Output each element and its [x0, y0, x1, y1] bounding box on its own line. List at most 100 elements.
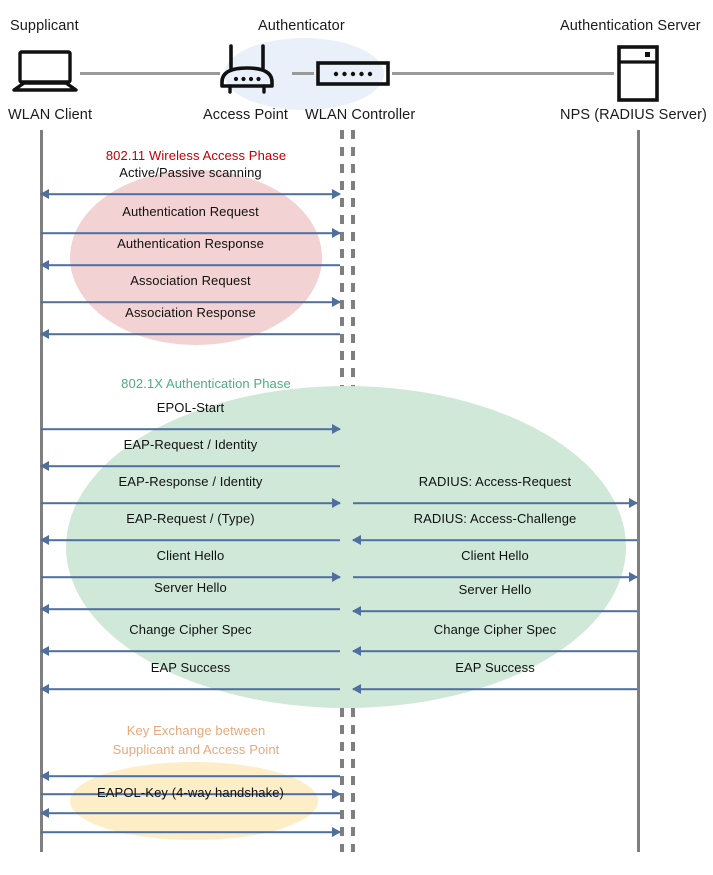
lifeline-auth-server: [637, 130, 640, 852]
message-arrow[interactable]: [40, 460, 340, 472]
arrow-shaft: [353, 650, 637, 652]
message-arrow[interactable]: [40, 807, 340, 819]
laptop-icon: [12, 50, 78, 99]
arrow-shaft: [41, 576, 340, 578]
phase-title-dot1x-auth: 802.1X Authentication Phase: [121, 376, 291, 391]
arrow-shaft: [41, 193, 340, 195]
role-title-auth-server: Authentication Server: [560, 18, 701, 34]
message-label: Authentication Response: [117, 236, 264, 251]
message-arrow[interactable]: [41, 571, 341, 583]
arrow-head-left: [40, 535, 49, 545]
message-arrow[interactable]: [40, 603, 340, 615]
arrow-head-left: [40, 329, 49, 339]
arrow-shaft: [353, 502, 637, 504]
arrow-head-left: [40, 260, 49, 270]
arrow-head-left: [40, 771, 49, 781]
message-arrow[interactable]: [353, 571, 638, 583]
arrow-shaft: [41, 831, 340, 833]
arrow-head-left: [352, 535, 361, 545]
message-label: Server Hello: [458, 582, 532, 597]
phase-ellipse-wireless-access: [70, 170, 322, 345]
arrow-head-left: [40, 604, 49, 614]
message-arrow[interactable]: [352, 534, 637, 546]
message-label: Change Cipher Spec: [433, 622, 557, 637]
arrow-shaft: [353, 610, 637, 612]
message-label: Change Cipher Spec: [129, 622, 252, 637]
message-arrow[interactable]: [41, 227, 341, 239]
role-title-authenticator: Authenticator: [258, 18, 345, 34]
node-caption-wlan-client: WLAN Client: [8, 107, 93, 123]
role-title-supplicant: Supplicant: [10, 18, 79, 34]
message-arrow[interactable]: [41, 296, 341, 308]
message-label: Server Hello: [154, 580, 227, 595]
arrow-shaft: [41, 793, 340, 795]
phase-title-wireless-access: 802.11 Wireless Access Phase: [105, 148, 287, 163]
arrow-head-left: [40, 189, 49, 199]
arrow-head-right: [332, 297, 341, 307]
lifeline-supplicant: [40, 130, 43, 852]
arrow-head-right: [332, 228, 341, 238]
arrow-shaft: [41, 301, 340, 303]
arrow-shaft: [41, 465, 340, 467]
message-arrow[interactable]: [40, 645, 340, 657]
message-arrow[interactable]: [40, 770, 340, 782]
message-label: EAP-Response / Identity: [118, 474, 263, 489]
message-label: EAP Success: [455, 660, 535, 675]
arrow-head-right: [332, 789, 341, 799]
message-label: Association Response: [125, 305, 256, 320]
arrow-shaft: [353, 539, 637, 541]
message-arrow[interactable]: [41, 788, 341, 800]
message-label: EPOL-Start: [156, 400, 225, 415]
message-arrow[interactable]: [41, 497, 341, 509]
arrow-shaft: [41, 428, 340, 430]
phase-title-key-exchange: Key Exchange between Supplicant and Acce…: [112, 723, 280, 757]
arrow-head-right: [332, 827, 341, 837]
arrow-shaft: [41, 688, 340, 690]
message-arrow[interactable]: [40, 534, 340, 546]
node-caption-nps: NPS (RADIUS Server): [560, 107, 707, 123]
link-controller-to-server: [392, 72, 614, 75]
message-arrow[interactable]: [352, 683, 637, 695]
arrow-head-right: [332, 424, 341, 434]
message-arrow[interactable]: [41, 423, 341, 435]
arrow-head-right: [629, 498, 638, 508]
arrow-head-right: [629, 572, 638, 582]
message-arrow[interactable]: [41, 826, 341, 838]
message-arrow[interactable]: [40, 328, 340, 340]
message-arrow[interactable]: [352, 645, 637, 657]
wlan-controller-icon: [316, 61, 390, 92]
arrow-shaft: [41, 650, 340, 652]
arrow-shaft: [41, 502, 340, 504]
arrow-head-left: [40, 684, 49, 694]
radius-server-icon: [616, 45, 660, 107]
message-arrow[interactable]: [40, 188, 341, 200]
message-arrow[interactable]: [353, 497, 638, 509]
arrow-shaft: [41, 539, 340, 541]
arrow-shaft: [41, 812, 340, 814]
message-label: Authentication Request: [122, 204, 259, 219]
node-caption-wlan-controller: WLAN Controller: [305, 107, 416, 123]
access-point-icon: [218, 44, 276, 101]
message-label: Client Hello: [461, 548, 529, 563]
message-label: RADIUS: Access-Challenge: [413, 511, 577, 526]
arrow-head-left: [352, 646, 361, 656]
arrow-shaft: [41, 232, 340, 234]
arrow-shaft: [41, 333, 340, 335]
message-label: Active/Passive scanning: [119, 165, 262, 180]
message-label: Association Request: [130, 273, 251, 288]
arrow-shaft: [353, 576, 637, 578]
arrow-head-right: [332, 572, 341, 582]
node-caption-access-point: Access Point: [203, 107, 289, 123]
message-arrow[interactable]: [40, 683, 340, 695]
arrow-shaft: [41, 608, 340, 610]
message-arrow[interactable]: [352, 605, 637, 617]
message-arrow[interactable]: [40, 259, 340, 271]
message-label: EAP Success: [150, 660, 231, 675]
arrow-head-left: [352, 684, 361, 694]
message-label: Client Hello: [156, 548, 225, 563]
message-label: EAP-Request / Identity: [123, 437, 258, 452]
arrow-head-left: [40, 461, 49, 471]
arrow-head-left: [352, 606, 361, 616]
phase-ellipse-key-exchange: [70, 762, 318, 840]
